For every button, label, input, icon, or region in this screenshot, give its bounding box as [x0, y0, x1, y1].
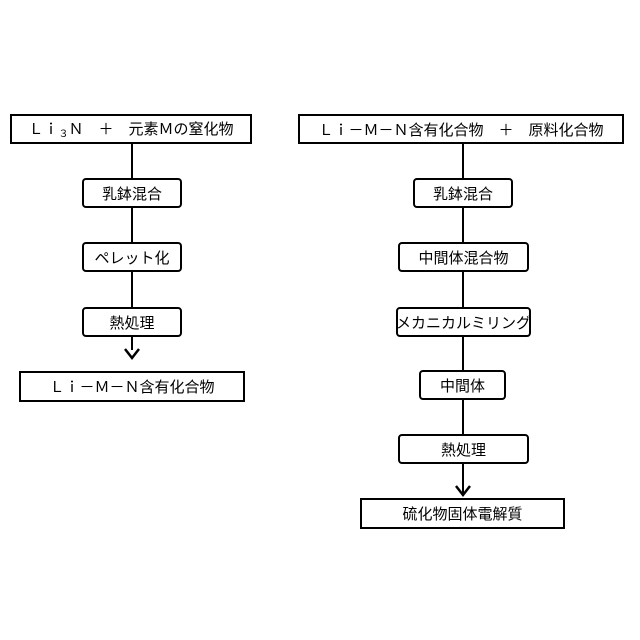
left-step-pelletizing: ペレット化 — [82, 242, 182, 272]
right-start-box: Ｌｉ－Ｍ－Ｎ含有化合物 ＋ 原料化合物 — [298, 114, 624, 144]
left-step-mortar-mixing: 乳鉢混合 — [82, 178, 182, 208]
left-arrow-head — [122, 346, 142, 366]
right-step-intermediate-mixture: 中間体混合物 — [398, 242, 529, 272]
left-step-heat-treatment: 熱処理 — [82, 307, 182, 337]
right-end-box: 硫化物固体電解質 — [360, 498, 565, 529]
left-start-label: Ｌｉ３Ｎ ＋ 元素Ｍの窒化物 — [28, 118, 233, 140]
right-step-mortar-mixing: 乳鉢混合 — [413, 178, 513, 208]
left-end-box: Ｌｉ－Ｍ－Ｎ含有化合物 — [19, 371, 245, 402]
right-step-heat-treatment: 熱処理 — [398, 434, 529, 464]
left-start-box: Ｌｉ３Ｎ ＋ 元素Ｍの窒化物 — [10, 114, 252, 144]
right-step-mechanical-milling: メカニカルミリング — [396, 307, 531, 337]
right-step-intermediate: 中間体 — [419, 370, 506, 400]
